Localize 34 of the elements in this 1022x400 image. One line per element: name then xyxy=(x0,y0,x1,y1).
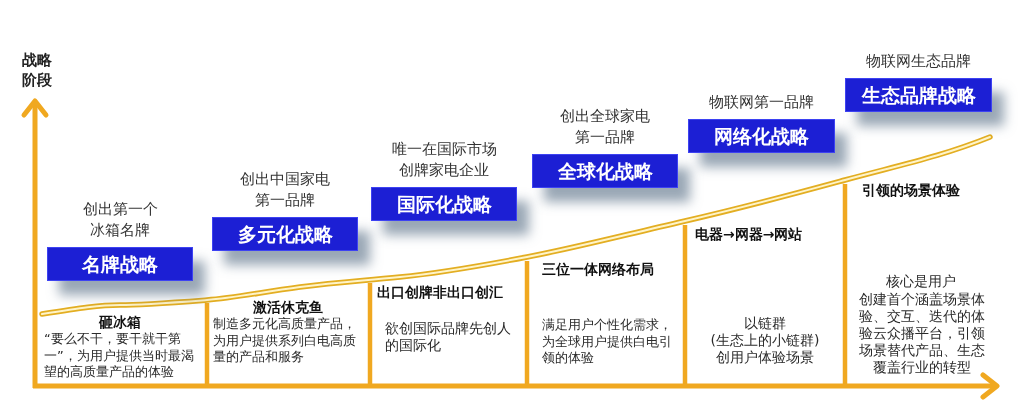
stage-caption: 创出中国家电第一品牌 xyxy=(239,169,331,211)
stage-description: “要么不干，要干就干第一”，为用户提供当时最渴望的高质量产品的体验 xyxy=(44,331,195,381)
stage-caption: 物联网第一品牌 xyxy=(709,92,814,113)
strategy-box xyxy=(47,247,193,281)
axis-title: 战略阶段 xyxy=(22,50,53,90)
stage-description: (生态上的小链群) xyxy=(710,332,820,349)
stage-description: 满足用户个性化需求，为全球用户提供白电引领的体验 xyxy=(542,317,673,367)
stage-description: 核心是用户 xyxy=(886,273,956,290)
strategy-box xyxy=(212,217,358,251)
strategy-box xyxy=(688,119,835,153)
strategy-name: 国际化战略 xyxy=(396,192,492,216)
stage-description: 创用户体验场景 xyxy=(716,349,814,366)
strategy-name: 全球化战略 xyxy=(557,159,653,183)
milestone-keyword: 出口创牌非出口创汇 xyxy=(377,284,503,300)
stage-description: 创建首个涵盖场景体验、交互、迭代的体验云众播平台，引领场景替代产品、生态覆盖行业的转型 xyxy=(857,291,986,376)
stage-caption: 创出全球家电第一品牌 xyxy=(559,106,651,148)
stage-caption: 创出第一个冰箱名牌 xyxy=(81,199,159,241)
stage-caption: 物联网生态品牌 xyxy=(866,51,971,72)
strategy-name: 网络化战略 xyxy=(714,124,809,148)
strategy-box xyxy=(845,78,992,112)
strategy-name: 生态品牌战略 xyxy=(861,83,976,107)
milestone-keyword: 引领的场景体验 xyxy=(862,182,960,198)
stage-description: 以链群 xyxy=(744,315,786,332)
strategy-box xyxy=(371,187,517,221)
strategy-name: 名牌战略 xyxy=(82,252,158,276)
stage-caption: 唯一在国际市场创牌家电企业 xyxy=(390,139,498,181)
milestone-keyword: 砸冰箱 xyxy=(99,314,141,330)
strategy-box xyxy=(532,154,678,188)
milestone-keyword: 三位一体网络布局 xyxy=(542,261,654,277)
milestone-keyword: 电器→网器→网站 xyxy=(695,226,803,242)
stage-description: 欲创国际品牌先创人的国际化 xyxy=(385,320,512,354)
stage-description: 制造多元化高质量产品，为用户提供系列白电高质量的产品和服务 xyxy=(213,316,357,366)
milestone-keyword: 激活休克鱼 xyxy=(253,299,323,315)
strategy-name: 多元化战略 xyxy=(237,222,333,246)
